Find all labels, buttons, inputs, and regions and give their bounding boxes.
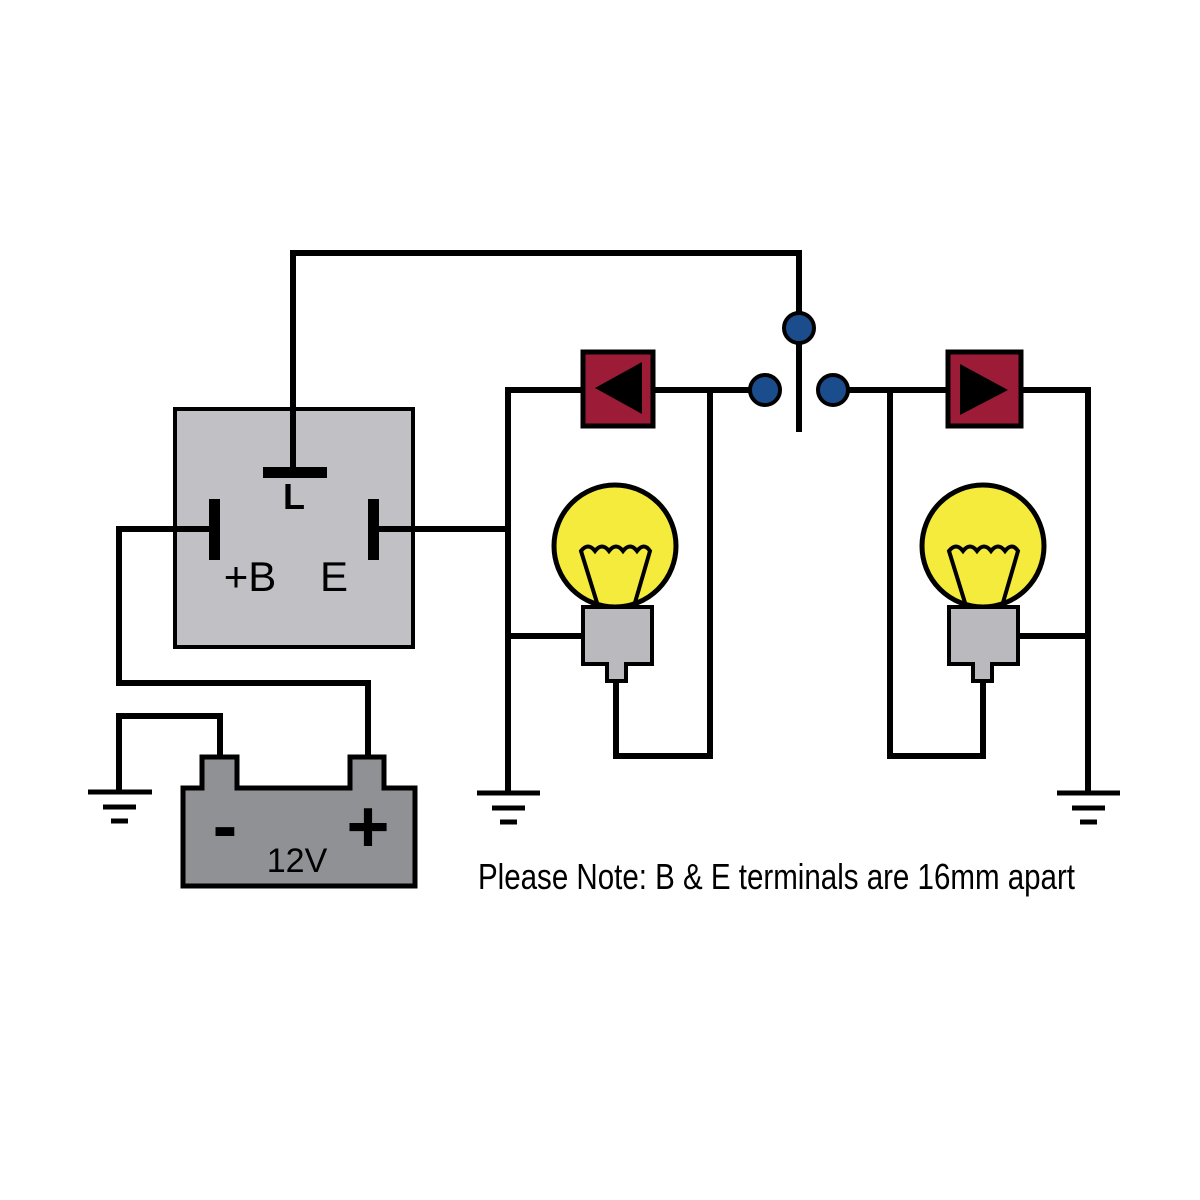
switch-contact-dot-left	[748, 373, 782, 407]
relay-terminal-b-bar	[209, 499, 220, 560]
right-bulb-filament	[946, 544, 1021, 607]
note-text: Please Note: B & E terminals are 16mm ap…	[478, 856, 1075, 897]
switch-pivot-dot	[782, 311, 816, 345]
right-bulb-base	[947, 605, 1020, 683]
relay-terminal-e-bar	[368, 499, 379, 560]
relay-terminal-label-l: L	[283, 476, 305, 517]
battery-positive-label: +	[346, 785, 389, 868]
relay-terminal-label-b: +B	[224, 553, 277, 600]
wire-b-terminal-to-battery-positive	[116, 526, 371, 762]
wire-left-branch-outer	[505, 387, 751, 792]
wire-left-bulb-tip-loop	[613, 390, 713, 759]
left-bulb-filament	[578, 544, 653, 607]
left-indicator	[580, 349, 656, 429]
right-indicator	[945, 349, 1024, 429]
left-arrow-icon	[595, 362, 642, 414]
battery-negative-label: -	[213, 784, 238, 867]
relay-terminal-label-e: E	[320, 553, 348, 600]
right-arrow-icon	[960, 364, 1008, 415]
wire-battery-negative-to-ground	[116, 713, 223, 792]
wire-right-branch-outer	[848, 387, 1091, 792]
switch-contact-dot-right	[816, 373, 850, 407]
battery-body	[180, 754, 418, 889]
ground-symbol-left-lamp	[477, 790, 540, 825]
relay-terminal-l-bar	[263, 467, 327, 478]
ground-symbol-battery	[88, 789, 152, 824]
left-bulb-base	[581, 605, 654, 683]
ground-symbol-right-lamp	[1057, 790, 1120, 825]
left-turn-lamp	[551, 482, 679, 683]
battery-voltage-label: 12V	[267, 842, 328, 880]
right-turn-lamp	[919, 482, 1047, 683]
wire-right-bulb-tip-loop	[887, 390, 986, 759]
